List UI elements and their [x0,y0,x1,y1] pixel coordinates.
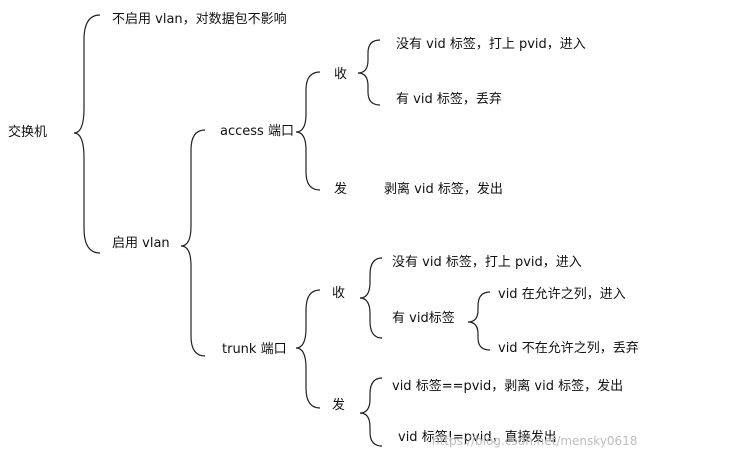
brace-trunk-tagged [467,291,491,351]
brace-trunk-recv [359,257,383,339]
node-access-recv: 收 [334,67,348,82]
node-access-recv-tagged: 有 vid 标签，丢弃 [396,92,502,107]
brace-access-recv [357,39,381,106]
node-trunk-recv: 收 [332,286,346,301]
node-access-port: access 端口 [220,124,294,139]
node-trunk-vid-allowed: vid 在允许之列，进入 [498,287,626,302]
node-trunk-recv-untagged: 没有 vid 标签，打上 pvid，进入 [392,255,582,270]
node-trunk-port: trunk 端口 [222,342,287,357]
brace-vlan [180,129,206,357]
watermark: https://blog.csdn.net/mensky0618 [432,434,638,448]
node-vlan: 启用 vlan [112,236,170,251]
node-trunk-send-eq: vid 标签==pvid，剥离 vid 标签，发出 [392,379,624,394]
node-no-vlan: 不启用 vlan，对数据包不影响 [112,12,287,27]
brace-access [295,71,321,191]
brace-trunk [295,289,321,409]
node-switch: 交换机 [8,125,48,140]
node-trunk-send: 发 [332,398,346,413]
brace-trunk-send [359,377,383,447]
node-trunk-vid-not-allowed: vid 不在允许之列，丢弃 [498,341,639,356]
node-trunk-send-neq: vid 标签!=pvid，直接发出 [398,430,557,445]
node-access-send-action: 剥离 vid 标签，发出 [384,182,503,197]
node-trunk-recv-tagged: 有 vid标签 [392,311,455,326]
node-access-send: 发 [334,182,348,197]
brace-root [73,14,101,254]
node-access-recv-untagged: 没有 vid 标签，打上 pvid，进入 [396,37,586,52]
